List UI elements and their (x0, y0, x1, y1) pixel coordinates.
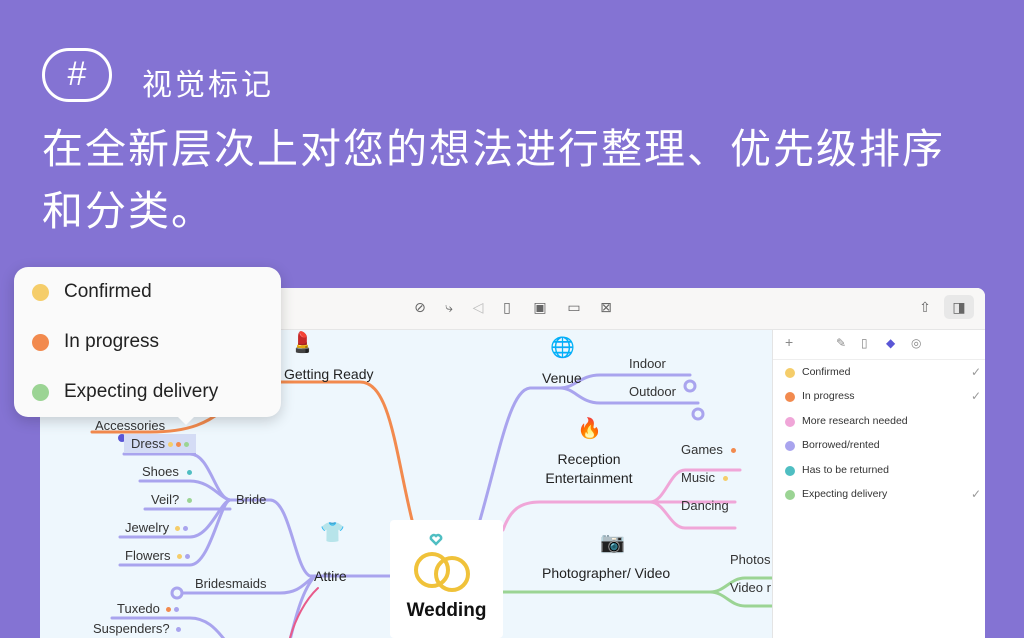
hash-icon: # (42, 48, 112, 102)
rings-icon (414, 533, 470, 592)
check-circle-icon[interactable]: ⊘ (414, 299, 426, 315)
tag-item[interactable]: Has to be returned (773, 462, 985, 482)
node-tuxedo[interactable]: Tuxedo (117, 601, 179, 616)
node-photographer[interactable]: Photographer/ Video (542, 565, 671, 581)
tag-label: Borrowed/rented (802, 439, 880, 452)
image-icon[interactable]: ▣ (533, 299, 547, 315)
tag-label: Expecting delivery (802, 488, 888, 500)
node-veil[interactable]: Veil? (151, 492, 193, 507)
node-getting-ready[interactable]: Getting Ready (284, 366, 374, 382)
center-label: Wedding (406, 600, 487, 621)
feature-title: 视觉标记 (142, 68, 274, 103)
node-flowers[interactable]: Flowers (125, 548, 190, 563)
fire-icon: 🔥 (577, 418, 602, 440)
node-video[interactable]: Video r (730, 580, 771, 595)
node-outdoor[interactable]: Outdoor (629, 384, 676, 399)
branch-reception (501, 468, 742, 532)
node-accessories[interactable]: Accessories (95, 418, 166, 433)
tag-item[interactable]: Borrowed/rented (773, 437, 985, 457)
node-photos[interactable]: Photos (730, 552, 771, 567)
tag-label: More research needed (802, 414, 908, 427)
branch-getting-ready (274, 380, 414, 522)
tag-color-dot (32, 284, 49, 301)
tag-color-dot (32, 384, 49, 401)
mindmap-branches (90, 373, 772, 638)
node-jewelry[interactable]: Jewelry (125, 520, 189, 535)
lipstick-icon: 💄 (290, 332, 315, 354)
branch-venue (478, 373, 700, 522)
tag-color-dot (32, 334, 49, 351)
tags-sidebar: + ✎ ▯ ◆ ◎ Confirmed ✓ In progress ✓ More res… (772, 330, 985, 638)
connection-icon[interactable]: ⤷ (445, 299, 453, 315)
tag-label: In progress (64, 331, 160, 352)
tag-color-dot (785, 465, 795, 476)
tag-label: Expecting delivery (64, 381, 219, 402)
node-attire[interactable]: Attire (314, 568, 347, 584)
tag-item[interactable]: Confirmed ✓ (773, 364, 985, 384)
tag-item[interactable]: Expecting delivery ✓ (773, 486, 985, 506)
palette-icon[interactable]: ◎ (911, 336, 922, 350)
check-icon: ✓ (971, 365, 982, 379)
divider (773, 359, 985, 360)
grid-icon[interactable]: ⊠ (600, 299, 612, 315)
tag-color-dot (785, 392, 795, 403)
node-dancing[interactable]: Dancing (681, 498, 729, 513)
node-shoes[interactable]: Shoes (142, 464, 192, 479)
node-music[interactable]: Music (681, 470, 728, 485)
brush-icon[interactable]: ✎ (836, 336, 847, 350)
tag-label: Has to be returned (802, 463, 889, 476)
tag-item[interactable]: More research needed (773, 413, 985, 433)
document-icon[interactable]: ▯ (503, 299, 511, 315)
sidebar-toggle-icon[interactable]: ◨ (944, 295, 974, 319)
tag-color-dot (785, 368, 795, 378)
node-games[interactable]: Games (681, 442, 736, 457)
selection-handle[interactable] (118, 434, 126, 442)
node-wedding[interactable]: Wedding (390, 520, 503, 638)
headline: 在全新层次上对您的想法进行整理、优先级排序和分类。 (42, 125, 945, 235)
layout-icon[interactable]: ▭ (567, 299, 581, 315)
check-icon: ✓ (971, 487, 982, 501)
tag-icon[interactable]: ◆ (886, 336, 896, 350)
tag-item[interactable]: In progress ✓ (773, 388, 985, 408)
tag-color-dot (785, 490, 795, 500)
tag-label: In progress (802, 390, 855, 403)
shirt-icon: 👕 (320, 522, 345, 544)
share-icon[interactable]: ⇧ (919, 299, 931, 315)
branch-photo (501, 576, 772, 608)
tag-color-dot (785, 416, 795, 427)
tag-label: Confirmed (64, 281, 152, 302)
node-indoor[interactable]: Indoor (629, 356, 666, 371)
globe-icon: 🌐 (550, 337, 575, 359)
tag-color-dot (785, 441, 795, 452)
plus-icon[interactable]: + (785, 334, 794, 350)
check-icon: ✓ (971, 389, 982, 404)
tag-label: Confirmed (802, 366, 851, 378)
back-icon[interactable]: ◁ (472, 299, 484, 315)
relation-arrow (289, 587, 319, 638)
node-bride[interactable]: Bride (236, 492, 267, 507)
node-dress[interactable]: Dress (124, 434, 196, 455)
node-bridesmaids[interactable]: Bridesmaids (195, 576, 267, 591)
camera-icon: 📷 (600, 532, 625, 554)
branch-bride (228, 498, 392, 578)
node-suspenders[interactable]: Suspenders? (93, 621, 181, 636)
node-venue[interactable]: Venue (542, 370, 582, 386)
note-icon[interactable]: ▯ (861, 336, 868, 350)
